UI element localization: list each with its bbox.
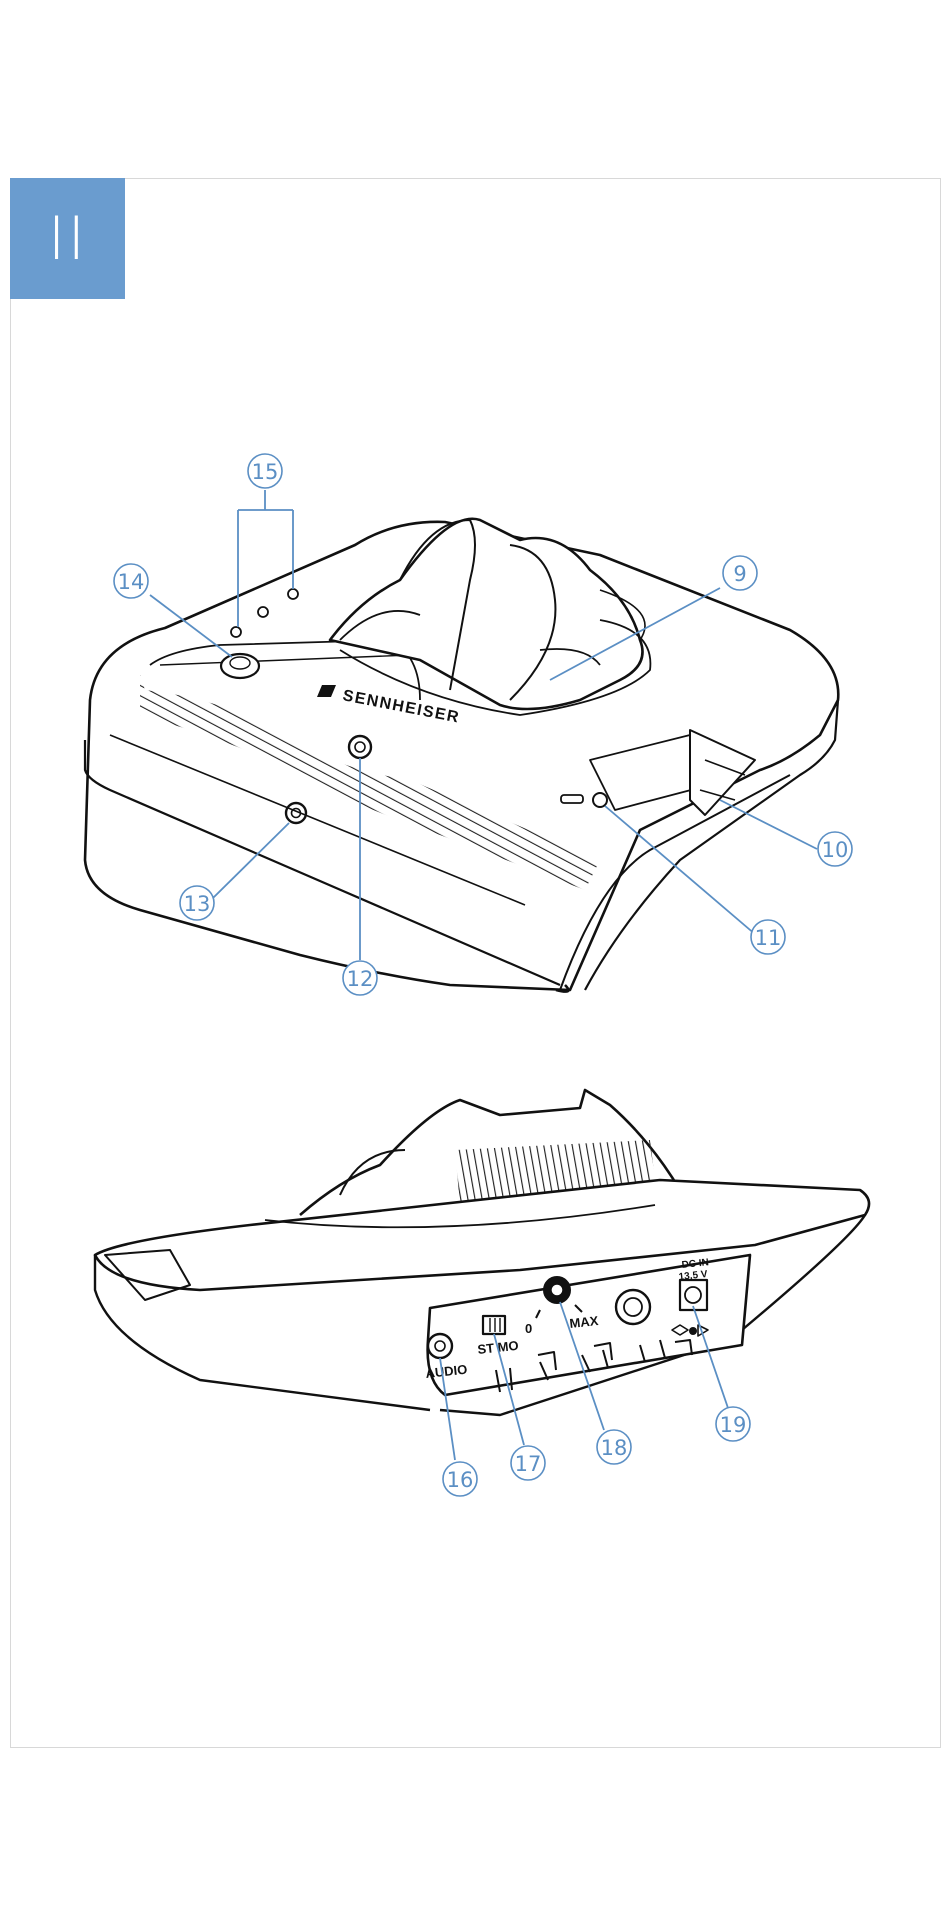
callout-18: 18 (596, 1429, 632, 1465)
charge-led (592, 792, 608, 808)
round-socket (614, 1288, 652, 1326)
svg-text:12: 12 (347, 967, 374, 991)
callout-lines-rear (439, 1301, 729, 1461)
dc-in-label: DC IN (681, 1257, 709, 1271)
callout-14: 14 (113, 563, 149, 599)
channel-led-2 (257, 606, 269, 618)
rear-plate (93, 1178, 871, 1292)
speaker-grille (140, 675, 600, 890)
callout-9: 9 (722, 555, 758, 591)
svg-text:17: 17 (515, 1452, 542, 1476)
svg-text:16: 16 (447, 1468, 474, 1492)
callout-16: 16 (442, 1461, 478, 1497)
rear-view (93, 1088, 871, 1417)
voltage-label: 13,5 V (678, 1269, 708, 1283)
svg-text:10: 10 (822, 838, 849, 862)
callout-19: 19 (715, 1406, 751, 1442)
audio-label: AUDIO (425, 1362, 468, 1381)
callouts-top: 15 14 9 10 11 12 13 (113, 453, 853, 996)
svg-text:19: 19 (720, 1413, 747, 1437)
channel-led-1 (230, 626, 242, 638)
svg-text:11: 11 (755, 926, 782, 950)
section-tab: II (10, 178, 125, 299)
callout-lines-top (149, 490, 818, 960)
svg-text:14: 14 (118, 570, 145, 594)
front-button-13 (284, 801, 308, 825)
svg-text:18: 18 (601, 1436, 628, 1460)
callout-13: 13 (179, 885, 215, 921)
volume-max-label: MAX (569, 1313, 600, 1331)
battery-slot (560, 794, 584, 804)
callouts-rear: 16 17 18 19 (442, 1406, 751, 1497)
base-shell (83, 520, 840, 992)
callout-12: 12 (342, 960, 378, 996)
svg-text:13: 13 (184, 892, 211, 916)
svg-text:9: 9 (733, 562, 746, 586)
callout-15: 15 (247, 453, 283, 489)
callout-11: 11 (750, 919, 786, 955)
svg-text:15: 15 (252, 460, 279, 484)
top-view (83, 517, 840, 993)
callout-17: 17 (510, 1445, 546, 1481)
volume-min-label: 0 (525, 1321, 532, 1336)
rear-grille (455, 1140, 655, 1205)
callout-10: 10 (817, 831, 853, 867)
